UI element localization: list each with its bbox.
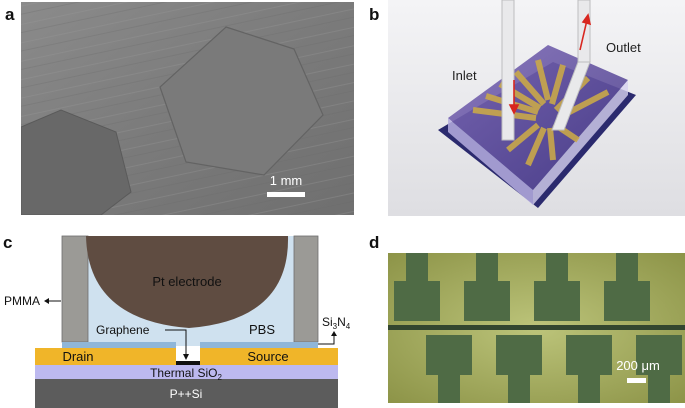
substrate-layer: [35, 378, 338, 408]
outlet-label: Outlet: [606, 40, 641, 55]
scale-bar-d: [627, 378, 646, 383]
channel-line: [388, 325, 685, 330]
panel-d-micrograph: 200 μm: [388, 253, 685, 403]
si3n4-pointer: [318, 334, 335, 345]
source-contact: [200, 348, 338, 365]
inlet-tube: [501, 0, 515, 141]
flow-arrows: [508, 13, 592, 115]
panel-c-schematic: P++Si Thermal SiO2 Pt electrode Drain So…: [0, 230, 370, 408]
graphene-channel: [176, 361, 200, 365]
partial-graphene-crystal: [21, 109, 132, 215]
pmma-wall-left: [61, 235, 89, 343]
outlet-tube-lower: [551, 61, 591, 131]
panel-b-letter: b: [369, 5, 380, 24]
panel-a-letter: a: [5, 5, 15, 24]
pbs-label: PBS: [249, 322, 275, 337]
hexagonal-graphene-crystal: [159, 26, 324, 176]
pmma-wall-right: [293, 235, 319, 343]
scale-bar-a: [267, 192, 305, 197]
thermal-oxide-label: Thermal SiO2: [150, 366, 222, 382]
pmma-label: PMMA: [4, 294, 40, 308]
panel-c-letter: c: [3, 233, 13, 252]
thermal-oxide-layer: [35, 364, 338, 379]
drain-label: Drain: [62, 349, 93, 364]
graphene-label: Graphene: [96, 323, 150, 337]
si3n4-layer-left: [62, 342, 176, 348]
panel-d-letter: d: [369, 233, 380, 252]
pt-electrode: [86, 236, 289, 328]
substrate-label: P++Si: [170, 387, 203, 401]
electrode-pattern: [394, 253, 682, 403]
si3n4-layer-right: [200, 342, 318, 348]
inlet-label: Inlet: [452, 68, 477, 83]
pt-electrode-label: Pt electrode: [152, 274, 221, 289]
scale-label-a: 1 mm: [270, 173, 303, 188]
scale-label-d: 200 μm: [616, 358, 660, 373]
graphene-pointer: [165, 329, 187, 358]
drain-contact: [35, 348, 176, 365]
panel-a-micrograph: 1 mm: [21, 2, 354, 215]
si3n4-label: Si3N4: [322, 315, 351, 331]
source-label: Source: [247, 349, 288, 364]
panel-b-photo: Inlet Outlet: [388, 0, 685, 216]
